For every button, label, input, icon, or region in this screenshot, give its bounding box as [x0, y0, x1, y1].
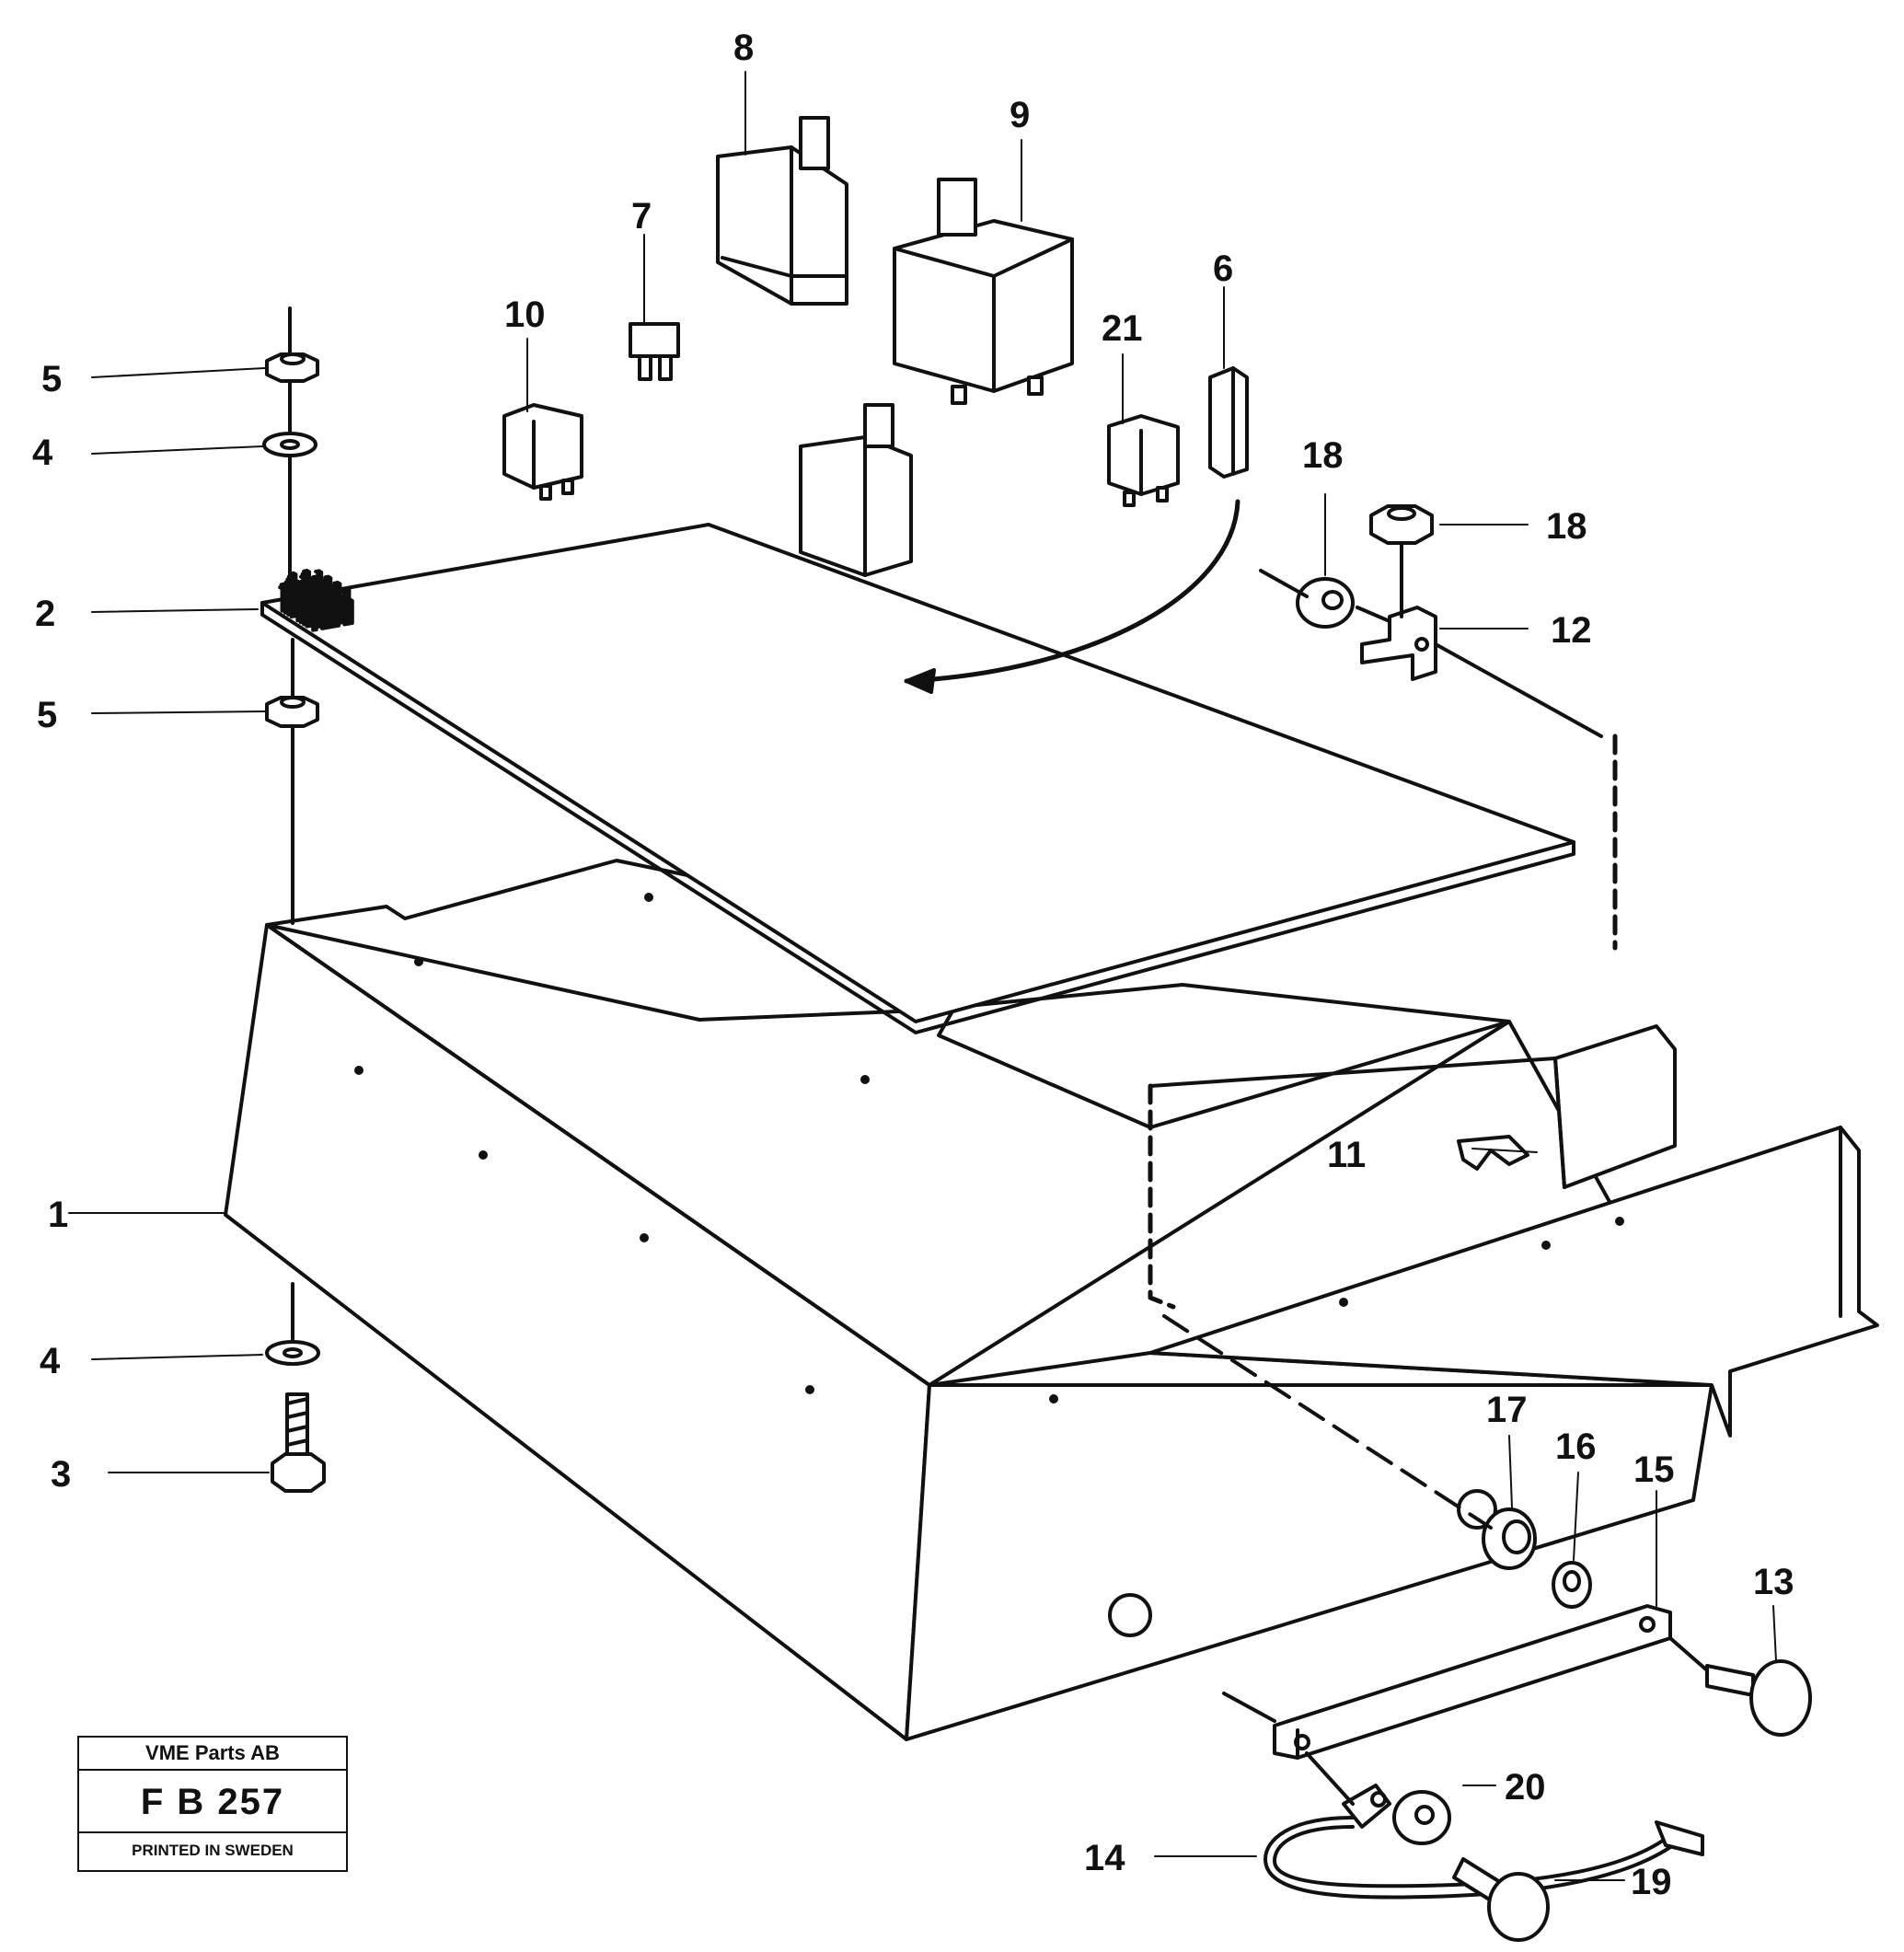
relay-9	[893, 178, 1074, 405]
callout-1: 1	[48, 1195, 68, 1235]
relay-8	[716, 116, 848, 306]
callout-9: 9	[1010, 95, 1030, 135]
ground-cable-14	[1264, 1784, 1704, 1900]
callout-17: 17	[1486, 1390, 1528, 1430]
nut-5-lower	[265, 696, 319, 728]
callout-2: 2	[35, 594, 55, 634]
callout-15: 15	[1633, 1450, 1675, 1490]
parts-stamp: VME Parts AB F B 257 PRINTED IN SWEDEN	[77, 1736, 348, 1872]
callout-3: 3	[51, 1454, 71, 1495]
washer-4-lower	[265, 1340, 320, 1366]
callout-7: 7	[631, 196, 652, 237]
callout-12: 12	[1551, 610, 1592, 651]
bolt-19	[1452, 1857, 1550, 1942]
washer-20	[1392, 1790, 1451, 1845]
board-component	[341, 586, 352, 593]
grommet-17	[1482, 1507, 1537, 1570]
callout-6: 6	[1213, 248, 1233, 289]
fuse-7	[629, 322, 680, 381]
bolt-3	[271, 1392, 326, 1493]
nut-18-right	[1369, 504, 1434, 545]
callout-14: 14	[1084, 1838, 1125, 1878]
board-component	[302, 569, 311, 575]
board-component	[317, 580, 327, 586]
callout-19: 19	[1631, 1862, 1672, 1902]
callout-5-lower: 5	[37, 695, 57, 735]
housing-box	[224, 859, 1879, 1741]
circuit-board	[260, 523, 1575, 1034]
fuse-puller-6	[1208, 366, 1249, 479]
relay-10	[502, 403, 583, 501]
callout-10: 10	[504, 295, 546, 335]
stamp-company: VME Parts AB	[79, 1738, 346, 1771]
board-component	[332, 581, 342, 587]
cover-panel-outline	[1148, 733, 1618, 1310]
plate-15	[1273, 1604, 1672, 1760]
board-component	[344, 597, 354, 604]
leader-lines	[68, 71, 1777, 1881]
board-component	[323, 574, 333, 581]
board-relays-and-fuses	[278, 569, 354, 632]
stamp-code: F B 257	[79, 1771, 346, 1833]
clip-11	[1457, 1135, 1529, 1171]
relay-21	[1107, 414, 1180, 507]
nut-18-left	[1296, 577, 1355, 629]
callout-labels: 1 2 3 4 4 5 5 6 7 8 9 10 11 12 13 14 15 …	[32, 28, 1794, 1902]
board-component	[314, 569, 324, 575]
callout-4-top: 4	[32, 433, 53, 473]
spacer-16	[1552, 1561, 1592, 1609]
callout-4-lower: 4	[40, 1341, 61, 1381]
callout-20: 20	[1505, 1767, 1546, 1808]
bracket-12	[1360, 606, 1437, 681]
callout-8: 8	[733, 28, 754, 68]
board-component	[335, 581, 342, 618]
stamp-printed: PRINTED IN SWEDEN	[132, 1842, 294, 1859]
callout-18-right: 18	[1546, 506, 1587, 547]
bolt-13	[1705, 1659, 1812, 1737]
callout-5-top: 5	[41, 359, 62, 399]
nut-5-top	[265, 352, 319, 383]
callout-11: 11	[1327, 1135, 1366, 1175]
callout-18-left: 18	[1302, 435, 1344, 476]
relay-mounted	[799, 403, 913, 577]
callout-13: 13	[1753, 1562, 1794, 1602]
callout-16: 16	[1555, 1426, 1597, 1467]
washer-4-top	[262, 432, 317, 457]
callout-21: 21	[1102, 308, 1143, 349]
